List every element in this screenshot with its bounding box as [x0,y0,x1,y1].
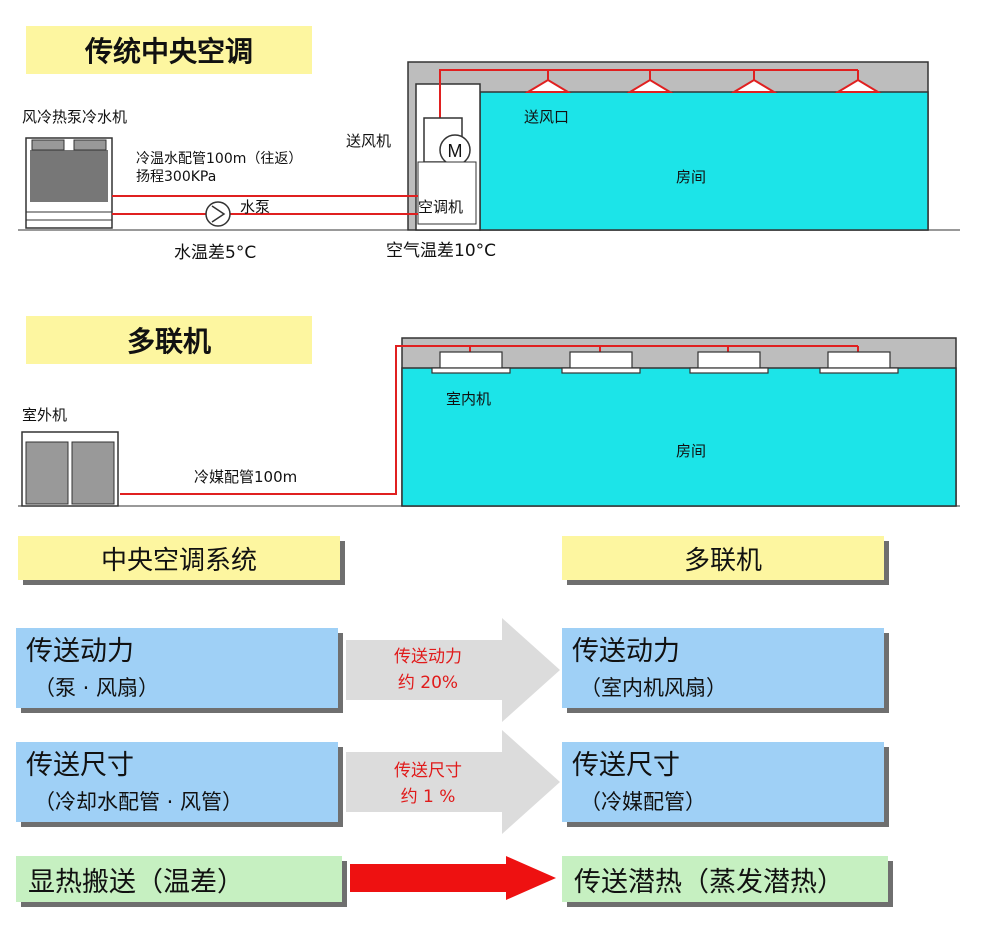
right-power-sub: （室内机风扇） [580,676,727,700]
outlet-diffuser [730,78,778,93]
right-size-box: 传送尺寸 （冷媒配管） [562,742,884,822]
room-label-1: 房间 [676,168,707,186]
outlet-diffuser [626,78,674,93]
indoor-unit [689,351,769,374]
chiller-coil [30,150,108,202]
right-header: 多联机 [562,536,884,580]
grey-arrow-power [346,618,560,722]
pipe-note-2: 扬程300KPa [136,169,217,185]
right-power-title: 传送动力 [572,636,680,667]
refrigerant-pipe-label: 冷媒配管100m [194,468,298,486]
left-size-title: 传送尺寸 [26,750,134,781]
outlet-diffuser [524,78,572,93]
left-power-box: 传送动力 （泵 · 风扇） [16,628,338,708]
right-size-sub: （冷媒配管） [580,790,706,814]
right-size-title: 传送尺寸 [572,750,680,781]
arrow-size-line2: 约 1 % [400,787,456,807]
left-power-title: 传送动力 [26,636,134,667]
section1-title: 传统中央空调 [26,26,312,74]
section2-title: 多联机 [26,316,312,364]
left-header: 中央空调系统 [18,536,340,580]
arrow-power-text: 传送动力 约 20% [370,644,486,696]
indoor-unit [561,351,641,374]
room-1 [479,91,929,231]
left-power-sub: （泵 · 风扇） [34,676,160,700]
pump-icon [205,201,231,227]
arrow-power-line1: 传送动力 [394,647,462,667]
grey-arrow-size [346,730,560,834]
room-label-2: 房间 [676,442,707,460]
arrow-power-line2: 约 20% [397,673,459,693]
outlet-label: 送风口 [524,108,570,126]
water-temp-diff: 水温差5°C [174,243,257,263]
outdoor-unit [21,431,119,507]
left-size-sub: （冷却水配管 · 风管） [34,790,244,814]
left-size-box: 传送尺寸 （冷却水配管 · 风管） [16,742,338,822]
supply-duct [439,69,858,118]
indoor-label: 室内机 [446,390,492,408]
pipe-note-1: 冷温水配管100m（往返） [136,151,303,167]
fan-label: 送风机 [346,132,392,150]
chiller-label: 风冷热泵冷水机 [22,108,128,126]
outdoor-label: 室外机 [22,406,68,424]
pump-label: 水泵 [240,198,271,216]
arrow-size-text: 传送尺寸 约 1 % [370,758,486,810]
ahu-label: 空调机 [418,198,464,216]
red-arrow-latent [350,856,556,900]
room-2 [401,367,957,507]
refrigerant-pipe [120,345,858,495]
indoor-unit [431,351,511,374]
arrow-size-line1: 传送尺寸 [394,761,462,781]
left-sensible-box: 显热搬送（温差） [16,856,342,902]
right-latent-box: 传送潜热（蒸发潜热） [562,856,888,902]
motor-letter: M [448,141,463,161]
indoor-unit [819,351,899,374]
outlet-diffuser [834,78,882,93]
right-power-box: 传送动力 （室内机风扇） [562,628,884,708]
air-temp-diff: 空气温差10°C [386,241,497,261]
ahu-box [417,161,477,225]
